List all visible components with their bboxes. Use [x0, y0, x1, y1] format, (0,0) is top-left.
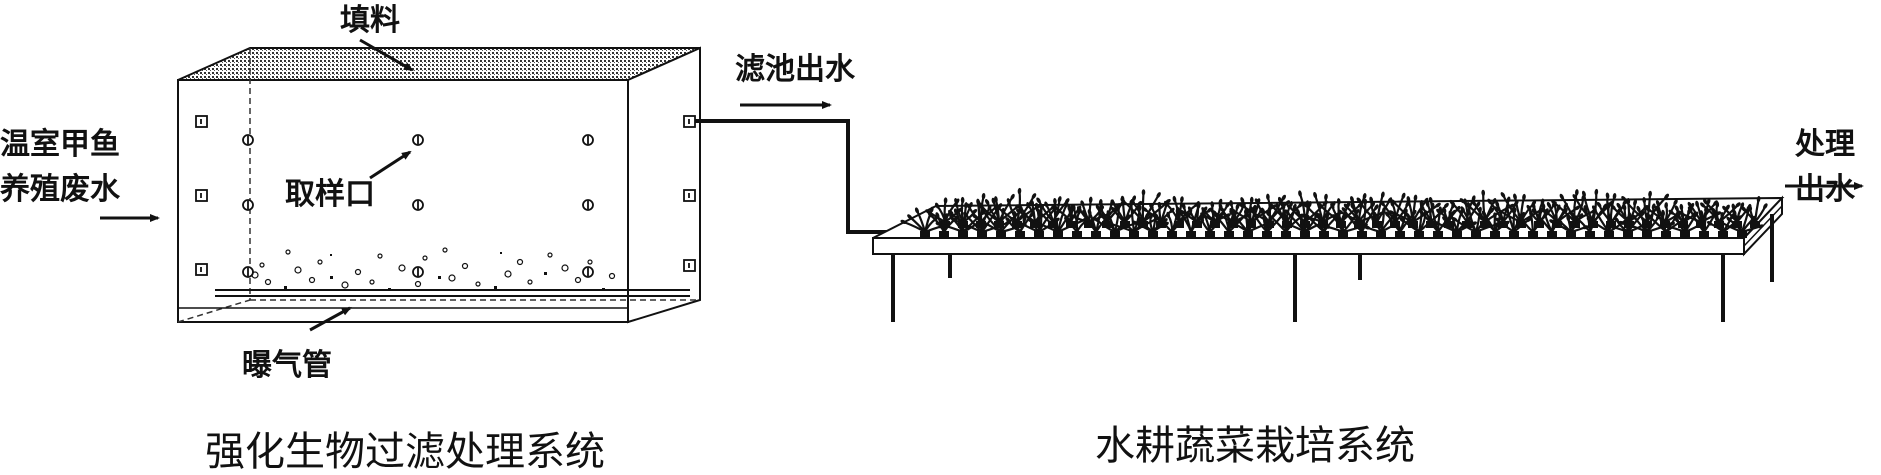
sampling-port-label: 取样口: [285, 177, 375, 212]
vegetable-plant: [1618, 203, 1676, 238]
aeration-pipe-label: 曝气管: [242, 348, 332, 383]
vegetable-plant: [1645, 205, 1691, 238]
treated-outflow-label-line1: 处理: [1795, 127, 1855, 162]
vegetable-plant: [1199, 209, 1224, 238]
tank-side-face: [627, 46, 701, 324]
sampling-port: [242, 134, 254, 146]
sampling-port: [582, 134, 594, 146]
filler-top-face: [177, 47, 701, 81]
vegetable-plant: [1495, 206, 1532, 238]
vegetable-plant: [1478, 210, 1510, 238]
vegetable-plant: [1718, 203, 1764, 238]
filler-label: 填料: [340, 3, 400, 38]
hydroponic-system-caption: 水耕蔬菜栽培系统: [1095, 423, 1415, 469]
inflow-label-line2: 养殖废水: [0, 172, 120, 207]
biofilter-tank: [177, 46, 701, 324]
filler-leader-arrow: [359, 38, 414, 72]
vegetable-plant: [1266, 202, 1305, 238]
filter-outflow-label: 滤池出水: [735, 52, 855, 87]
tank-front-face: [177, 79, 629, 323]
inflow-label-line1: 温室甲鱼: [0, 127, 120, 162]
sampling-port: [242, 266, 254, 278]
sampling-port: [412, 199, 424, 211]
connecting-pipe: [695, 119, 935, 234]
sampling-port: [242, 199, 254, 211]
bed-legs: [891, 214, 1774, 322]
vegetable-plant: [1664, 208, 1706, 238]
sampling-ports: [242, 134, 594, 278]
vegetable-plant: [1153, 207, 1192, 238]
vegetable-plants: [900, 187, 1768, 238]
hydroponic-bed: [872, 187, 1785, 322]
vegetable-plant: [1451, 201, 1500, 238]
sampling-port: [412, 266, 424, 278]
vegetable-plant: [1341, 198, 1379, 238]
air-bubbles: [251, 247, 616, 289]
vegetable-plant: [1027, 198, 1089, 238]
vegetable-plant: [1064, 204, 1091, 238]
sampling-port: [582, 199, 594, 211]
trough-front-face: [872, 237, 1745, 255]
treated-outflow-label-line2: 出水: [1795, 172, 1855, 207]
sampling-port: [582, 266, 594, 278]
tank-hidden-edge: [177, 299, 251, 323]
aeration-pipe: [178, 289, 690, 309]
vegetable-plant: [1549, 213, 1589, 238]
sampling-port: [412, 134, 424, 146]
sampling-leader-arrow: [369, 150, 412, 180]
aeration-leader-arrow: [309, 306, 352, 332]
biofilter-system-caption: 强化生物过滤处理系统: [205, 429, 605, 475]
leader-arrows: [100, 38, 1864, 332]
inlet-ports: [195, 115, 208, 276]
